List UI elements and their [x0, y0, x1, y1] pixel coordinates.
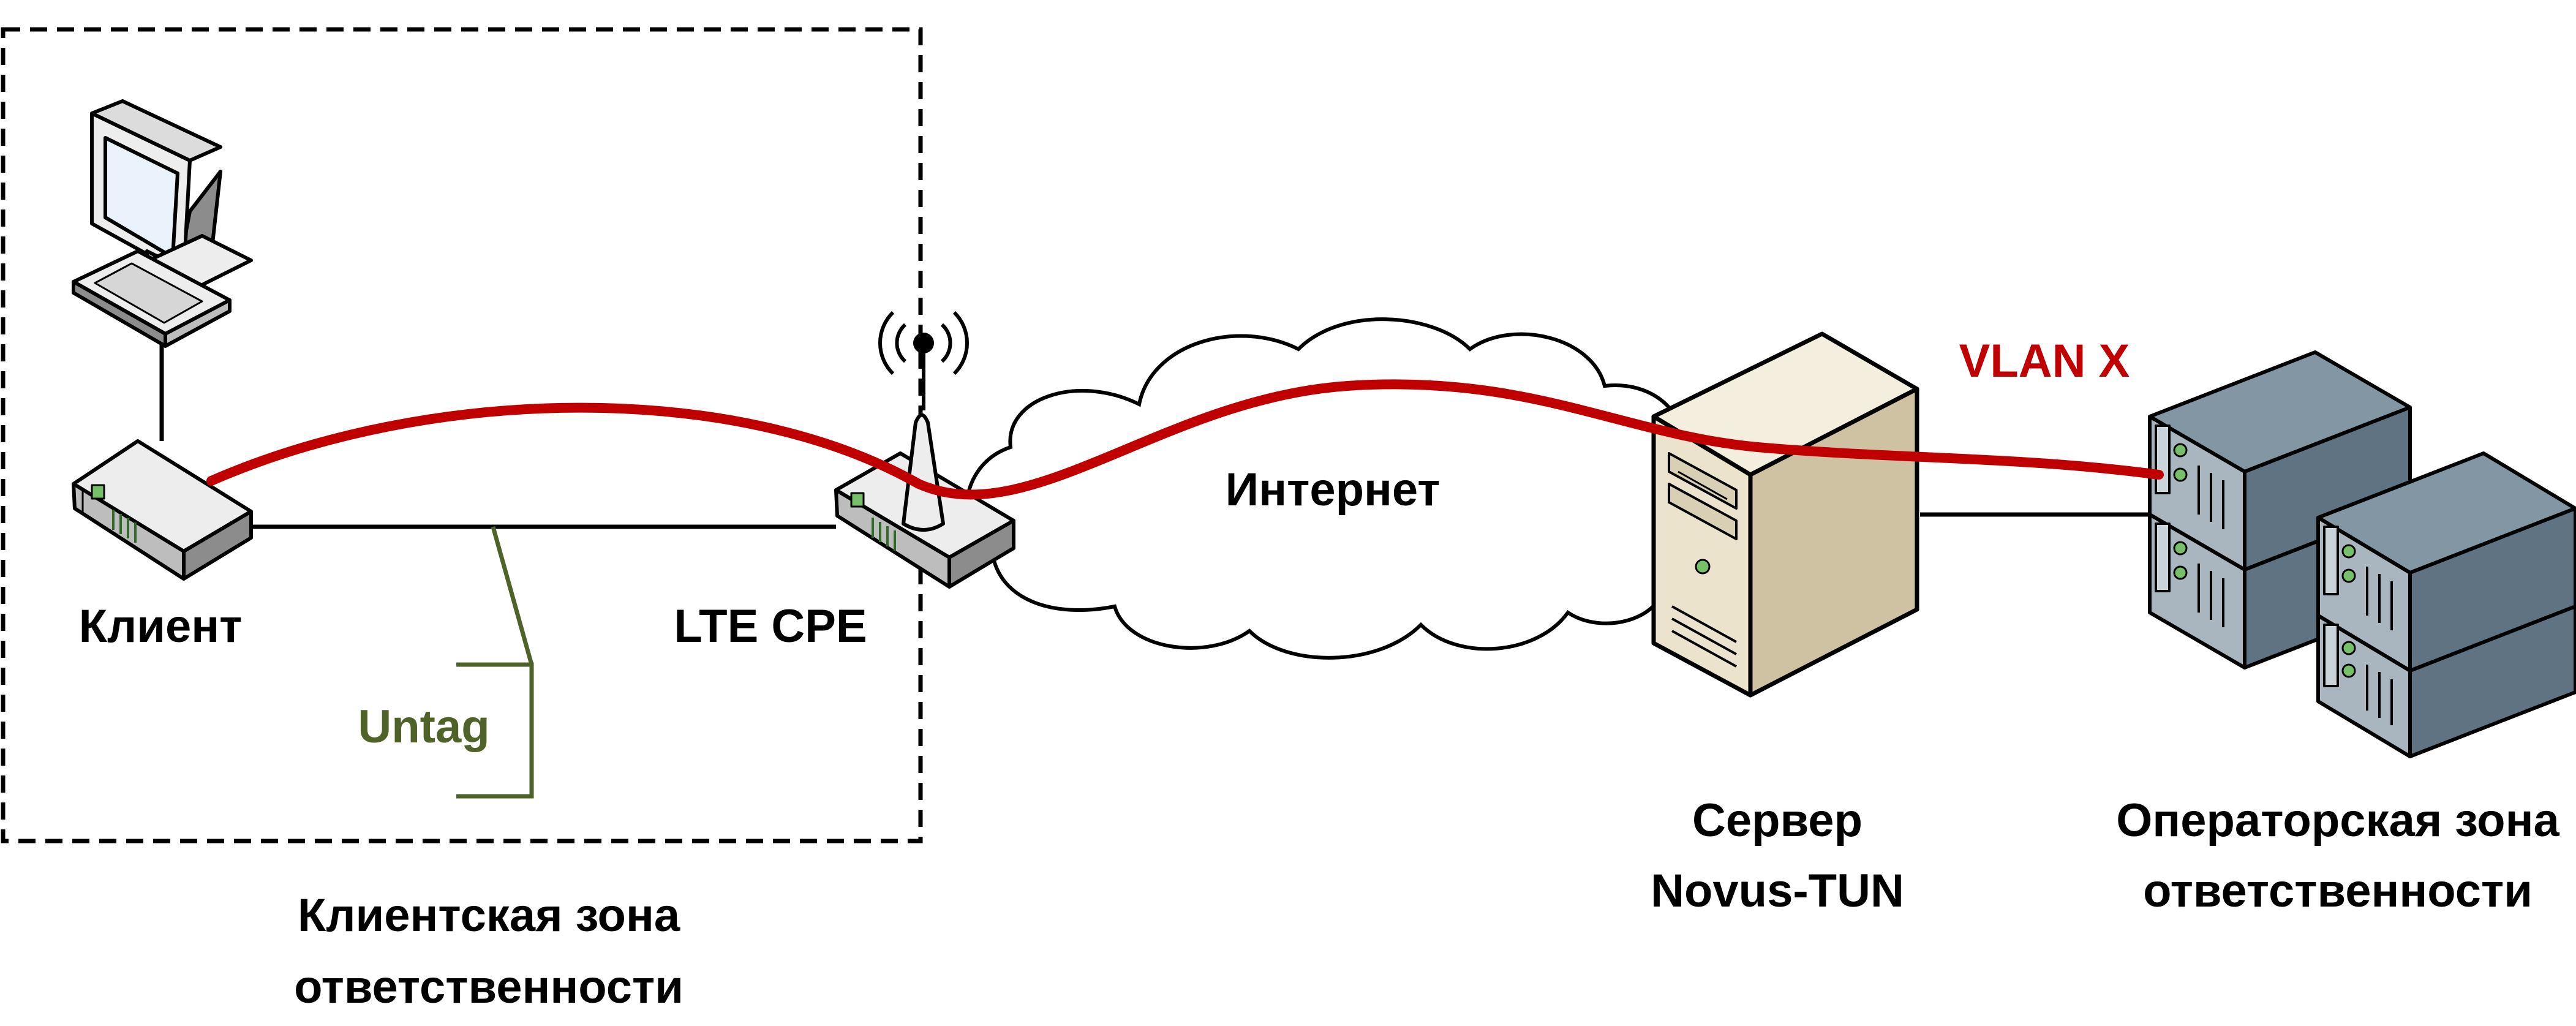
internet-label: Интернет [1226, 464, 1441, 516]
lte-cpe-label: LTE CPE [674, 600, 867, 652]
computer-icon [72, 99, 253, 348]
client-zone-label-line1: Клиентская зона [298, 889, 680, 941]
vlan-tunnel-path [206, 379, 2164, 500]
server-icon [1651, 331, 1919, 698]
untag-bracket [456, 526, 534, 799]
server-label-line2: Novus-TUN [1651, 865, 1904, 917]
server-label-line1: Сервер [1692, 794, 1862, 847]
connection-lines [159, 343, 2159, 529]
operator-zone-label-line2: ответственности [2143, 865, 2533, 917]
signal-icon [878, 311, 970, 375]
operator-zone-label-line1: Операторская зона [2116, 794, 2559, 847]
client-zone-label-line2: ответственности [294, 961, 684, 1013]
lte-cpe-icon [834, 343, 1015, 589]
operator-server-rack-icon [2148, 350, 2576, 758]
untag-label: Untag [358, 701, 489, 753]
client-device-icon [72, 439, 253, 581]
client-label: Клиент [79, 600, 243, 652]
vlan-label: VLAN X [1959, 335, 2130, 387]
